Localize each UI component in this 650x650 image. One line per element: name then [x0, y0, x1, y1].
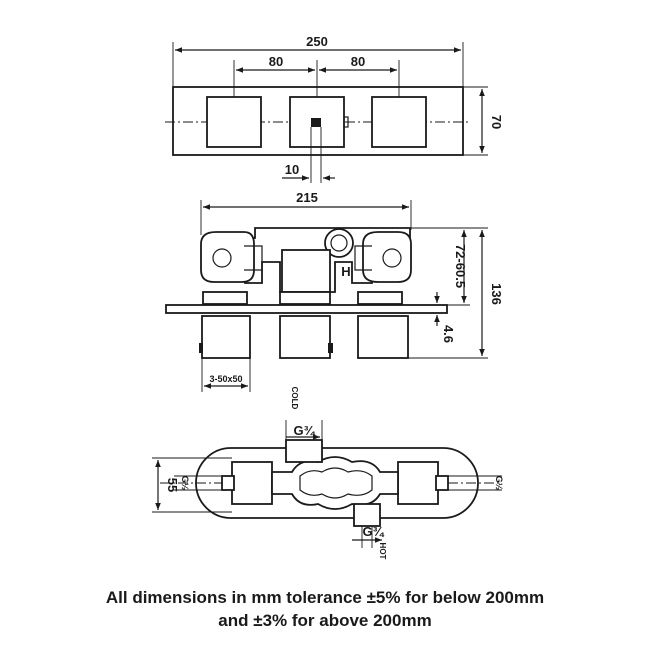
- dim-215-label: 215: [296, 190, 318, 205]
- right-knob-side: [357, 315, 409, 359]
- right-inlet: [362, 231, 412, 283]
- side-view: 215 H 3-50x50 136: [165, 190, 504, 392]
- left-collar: [202, 291, 248, 305]
- right-knob-face: [371, 96, 427, 148]
- centre-collar: [279, 291, 331, 305]
- right-outlet-block: [397, 461, 439, 505]
- top-body-inner: [299, 467, 373, 499]
- left-inlet-port: [212, 248, 232, 268]
- right-outlet-stub: [435, 475, 449, 491]
- dim-80-left-label: 80: [269, 54, 283, 69]
- left-outlet-label: G½: [180, 476, 190, 491]
- left-knob-indicator: [199, 343, 203, 353]
- centre-knob-side: [279, 315, 331, 359]
- hot-marker: H: [341, 264, 350, 279]
- left-inlet-nut: [244, 245, 263, 271]
- top-view: COLD G¾ G¾ HOT 55 G½ G½: [152, 387, 504, 560]
- dim-250-label: 250: [306, 34, 328, 49]
- tolerance-note-line-1: All dimensions in mm tolerance ±5% for b…: [105, 588, 545, 607]
- side-stub: [343, 116, 349, 128]
- tolerance-note-line-2: and ±3% for above 200mm: [218, 611, 432, 630]
- dim-70-label: 70: [489, 115, 504, 129]
- left-inlet: [200, 231, 255, 283]
- top-port-inner: [330, 234, 348, 252]
- dim-10-label: 10: [285, 162, 299, 177]
- centre-knob-indicator: [328, 343, 333, 353]
- left-knob-face: [206, 96, 262, 148]
- left-knob-side: [201, 315, 251, 359]
- top-port-outer: [324, 228, 354, 258]
- cold-thread-label: G¾: [294, 423, 316, 438]
- dim-plate-label: 4.6: [441, 325, 456, 343]
- hot-inlet-pipe: [353, 503, 381, 527]
- tolerance-note: All dimensions in mm tolerance ±5% for b…: [0, 586, 650, 632]
- front-view: 250 80 80 70 10: [165, 34, 504, 183]
- wall-plate: [165, 304, 448, 314]
- left-outlet-stub: [221, 475, 235, 491]
- centre-spindle: [281, 249, 331, 293]
- dim-55-label: 55: [165, 478, 180, 492]
- cold-label: COLD: [290, 387, 299, 410]
- dim-136-label: 136: [489, 283, 504, 305]
- dim-80-right-label: 80: [351, 54, 365, 69]
- right-inlet-port: [382, 248, 402, 268]
- left-outlet-block: [231, 461, 273, 505]
- cold-inlet-pipe: [285, 439, 323, 463]
- centre-indicator: [311, 118, 321, 127]
- dim-depth-label: 72-60.5: [453, 244, 468, 288]
- right-outlet-label: G½: [494, 476, 504, 491]
- hot-thread-label: G¾: [363, 524, 385, 539]
- right-collar: [357, 291, 403, 305]
- hot-label: HOT: [378, 543, 387, 560]
- dim-knob-label: 3-50x50: [209, 374, 242, 384]
- right-inlet-nut: [354, 245, 372, 271]
